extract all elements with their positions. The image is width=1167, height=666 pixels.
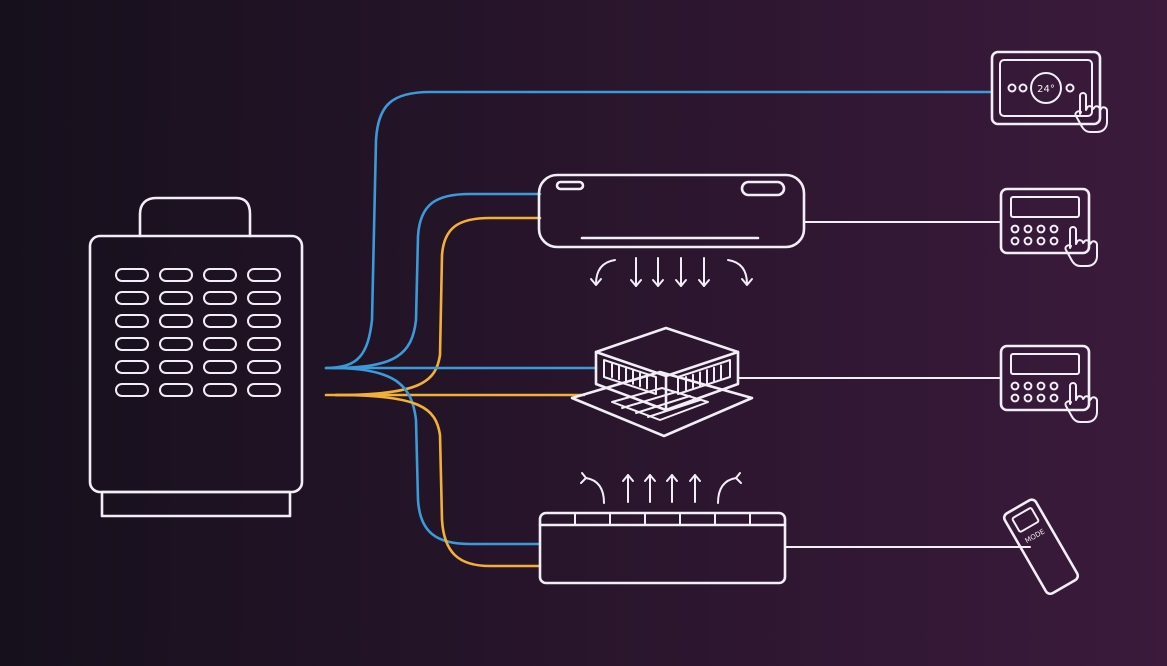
grille-slot (115, 314, 149, 328)
keypad-button (1010, 236, 1020, 246)
grille-slot (247, 268, 281, 282)
hand-pointers (1064, 92, 1108, 423)
grille-slot (159, 268, 193, 282)
up-arrow-icon (644, 474, 656, 503)
up-arrow-icon (689, 474, 701, 503)
grille-slot (159, 360, 193, 374)
grille-slot (115, 337, 149, 351)
outdoor-unit-grille (115, 268, 281, 397)
hand-pointer-icon (1074, 92, 1108, 133)
grille-slot (115, 360, 149, 374)
grille-slot (115, 268, 149, 282)
grille-slot (159, 337, 193, 351)
keypad-button (1010, 224, 1020, 234)
touch-thermostat-icon: 24° (990, 50, 1102, 126)
grille-slot (247, 337, 281, 351)
grille-slot (247, 291, 281, 305)
down-arrow-icon (698, 257, 710, 287)
control-wires (737, 221, 1031, 548)
down-arrow-icon (630, 257, 642, 287)
grille-slot (247, 360, 281, 374)
wired-controller-icon (999, 187, 1091, 255)
keypad-button (1049, 393, 1059, 403)
keypad-button (1049, 224, 1059, 234)
keypad-button (1049, 381, 1059, 391)
floor-unit-airflow-arrow-icon (580, 472, 742, 504)
keypad-button (1010, 381, 1020, 391)
thermostat-temperature: 24° (1037, 84, 1055, 95)
up-arrow-icon (666, 474, 678, 503)
grille-slot (247, 383, 281, 397)
keypad-button (1023, 236, 1033, 246)
grille-slot (203, 360, 237, 374)
grille-slot (115, 383, 149, 397)
grille-slot (247, 314, 281, 328)
pipe-blue-thermostat (324, 90, 992, 370)
keypad-button (1036, 236, 1046, 246)
keypad-button (1023, 224, 1033, 234)
grille-slot (115, 291, 149, 305)
keypad-button (1023, 393, 1033, 403)
keypad-button (1036, 224, 1046, 234)
wall-unit-airflow-arrow-icon (590, 257, 753, 287)
grille-slot (203, 314, 237, 328)
floor-console-unit-icon (538, 511, 787, 585)
down-arrow-icon (675, 257, 687, 287)
hand-pointer-icon (1064, 382, 1098, 423)
hand-pointer-icon (1064, 226, 1098, 267)
wall-split-unit-icon (537, 173, 806, 249)
keypad-button (1036, 381, 1046, 391)
keypad-button (1023, 381, 1033, 391)
down-arrow-icon (652, 257, 664, 287)
keypad-button (1036, 393, 1046, 403)
ceiling-cassette-unit-icon (570, 326, 754, 438)
keypad-button (1010, 393, 1020, 403)
grille-slot (159, 383, 193, 397)
grille-slot (203, 268, 237, 282)
grille-slot (159, 314, 193, 328)
up-arrow-icon (622, 474, 634, 503)
wired-controller-icon-2 (999, 344, 1091, 412)
grille-slot (203, 291, 237, 305)
keypad-button (1049, 236, 1059, 246)
pipe-blue-wall-unit (330, 192, 542, 370)
refrigerant-pipes (324, 90, 992, 568)
grille-slot (203, 383, 237, 397)
pipe-yellow-floor-unit (334, 393, 542, 568)
pipe-yellow-wall-unit (334, 216, 542, 397)
grille-slot (159, 291, 193, 305)
outdoor-unit-icon (88, 196, 304, 518)
grille-slot (203, 337, 237, 351)
